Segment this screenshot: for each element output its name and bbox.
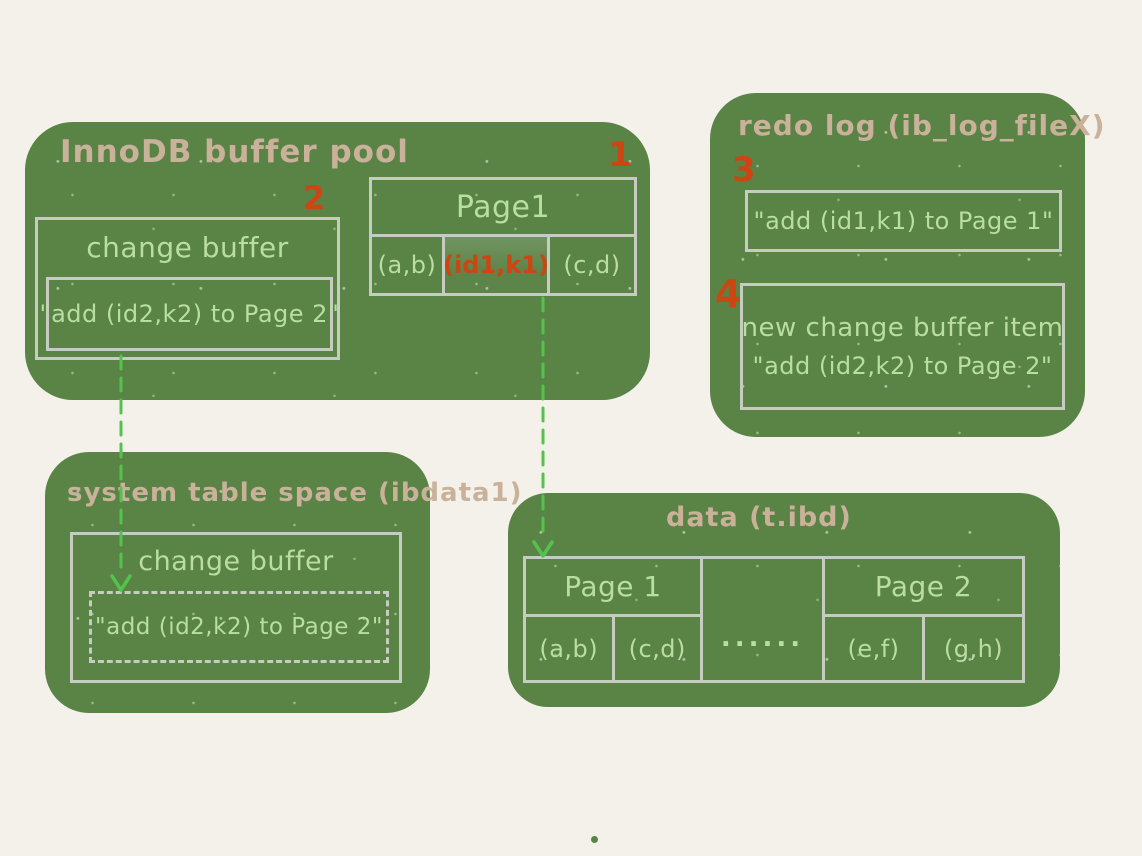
redo-log-entry2-line2: "add (id2,k2) to Page 2" — [752, 352, 1053, 380]
buffer-pool-panel: InnoDB buffer pool 2 change buffer "add … — [25, 122, 650, 400]
data-pages-gap-column: ...... — [703, 559, 825, 680]
redo-log-entry2: new change buffer item "add (id2,k2) to … — [740, 283, 1065, 410]
page1-cell-id1k1: (id1,k1) — [443, 237, 550, 293]
buffer-pool-page1-cells: (a,b) (id1,k1) (c,d) — [372, 237, 634, 293]
data-page2-cell-gh: (g,h) — [943, 634, 1004, 663]
redo-log-entry2-line1: new change buffer item — [741, 313, 1064, 343]
change-buffer-box: change buffer "add (id2,k2) to Page 2" — [35, 217, 340, 360]
ellipsis-dots: ...... — [720, 622, 805, 653]
step-number-4: 4 — [715, 272, 742, 316]
data-page2-column: Page 2 (e,f) (g,h) — [825, 559, 1022, 680]
step-number-2: 2 — [303, 179, 326, 217]
redo-log-title: redo log (ib_log_fileX) — [738, 109, 1106, 142]
data-page2-cells: (e,f) (g,h) — [825, 617, 1022, 680]
system-table-space-panel: system table space (ibdata1) change buff… — [45, 452, 522, 713]
system-table-space-title: system table space (ibdata1) — [67, 478, 523, 508]
data-page2-title: Page 2 — [825, 559, 1022, 617]
persisted-change-buffer-label: change buffer — [138, 545, 334, 577]
buffer-pool-page1-box: Page1 (a,b) (id1,k1) (c,d) — [369, 177, 637, 296]
persisted-change-buffer-box: change buffer "add (id2,k2) to Page 2" — [70, 532, 402, 683]
data-page1-cells: (a,b) (c,d) — [526, 617, 700, 680]
persisted-change-buffer-item: "add (id2,k2) to Page 2" — [89, 591, 389, 663]
data-page1-title: Page 1 — [526, 559, 700, 617]
redo-log-panel: redo log (ib_log_fileX) 3 "add (id1,k1) … — [710, 93, 1105, 437]
page1-cell-ab: (a,b) — [372, 237, 445, 293]
change-buffer-item: "add (id2,k2) to Page 2" — [40, 277, 339, 351]
stray-dot — [591, 836, 598, 843]
buffer-pool-title: InnoDB buffer pool — [60, 134, 409, 170]
data-page2-cell-ef: (e,f) — [825, 617, 925, 680]
step-number-3: 3 — [732, 150, 756, 190]
data-file-panel: data (t.ibd) Page 1 (a,b) (c,d) ...... P… — [508, 493, 1060, 707]
data-page1-cell-ab: (a,b) — [526, 617, 615, 680]
page1-cell-cd: (c,d) — [563, 251, 621, 279]
change-buffer-label: change buffer — [86, 231, 289, 264]
step-number-1: 1 — [608, 135, 632, 175]
data-page1-cell-cd: (c,d) — [628, 634, 686, 663]
data-pages-table: Page 1 (a,b) (c,d) ...... Page 2 (e,f) (… — [523, 556, 1025, 683]
data-page1-column: Page 1 (a,b) (c,d) — [526, 559, 703, 680]
buffer-pool-page1-title: Page1 — [372, 180, 634, 237]
data-file-title: data (t.ibd) — [666, 502, 852, 533]
redo-log-entry1: "add (id1,k1) to Page 1" — [745, 190, 1062, 252]
